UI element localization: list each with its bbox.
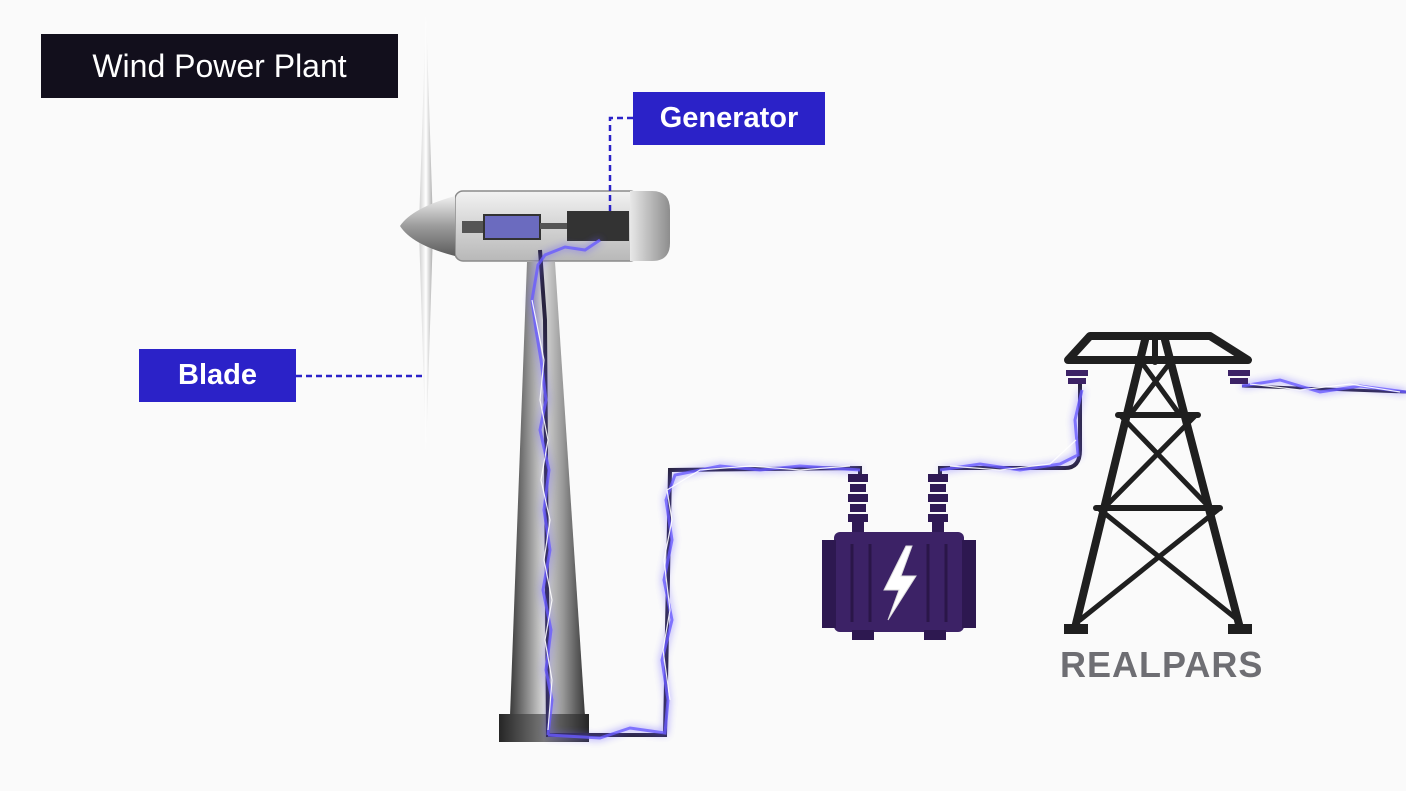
transformer (822, 474, 976, 640)
power-cable (538, 249, 1082, 737)
generator-label: Generator (633, 92, 825, 145)
lightning-bolt-icon (883, 545, 917, 621)
turbine-blades (419, 10, 433, 455)
page-title: Wind Power Plant (41, 34, 398, 98)
turbine-nacelle (400, 190, 670, 262)
transmission-tower-icon (1064, 332, 1252, 634)
power-cable-out (1241, 384, 1406, 394)
realpars-logo: REALPARS (1060, 644, 1264, 685)
generator-leader-line (608, 116, 633, 212)
blade-label: Blade (139, 349, 296, 402)
